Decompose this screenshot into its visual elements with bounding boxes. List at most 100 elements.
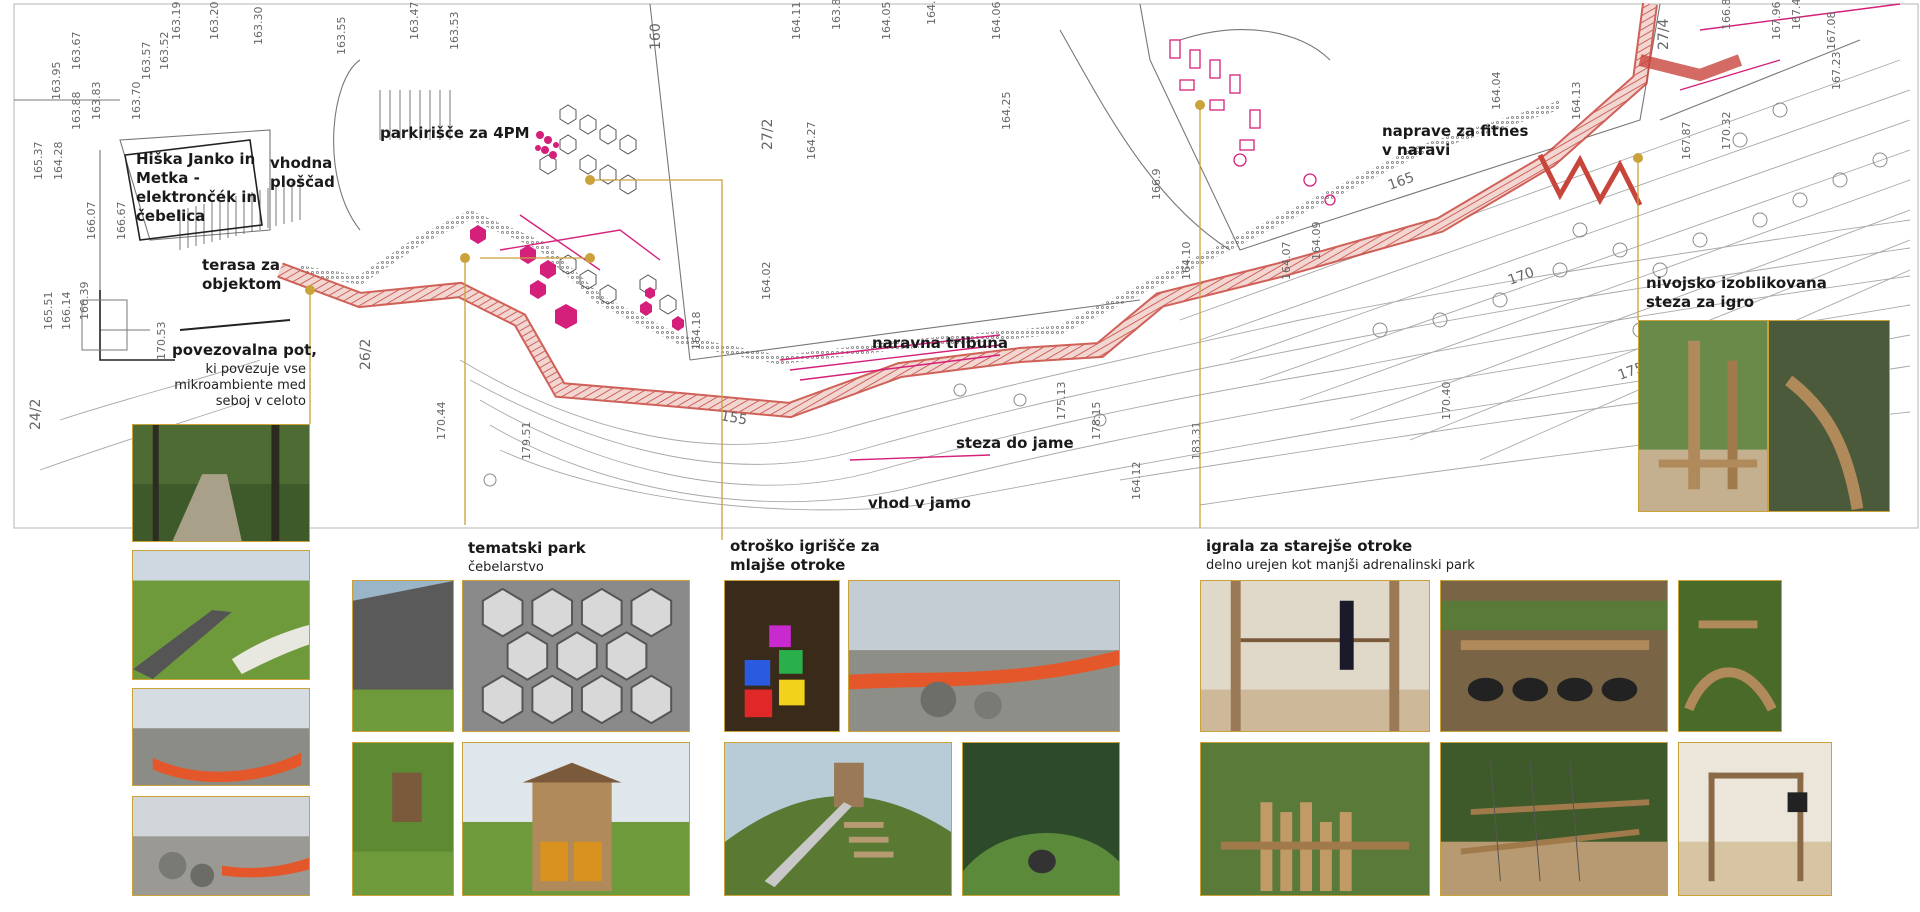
elevation-label: 167.23 (1830, 52, 1843, 91)
marker-dot-icon (1195, 100, 1205, 110)
elevation-label: 165.51 (42, 292, 55, 331)
photo-rope-bridge (1200, 580, 1430, 732)
road-edge (179, 319, 291, 331)
label-hiska: Hiška Janko in Metka - elektrončék in če… (136, 150, 257, 226)
photo-boardwalk-forest (132, 424, 310, 542)
label-nivojsko: nivojsko izoblikovana steza za igro (1646, 274, 1827, 312)
parking-stripes (179, 90, 451, 250)
photo-tire-course (1440, 580, 1668, 732)
plan-text-label: 27/4 (1656, 18, 1672, 50)
photo-park-path (132, 550, 310, 680)
elevation-label: 167.96 (1770, 2, 1783, 41)
elevation-label: 163.52 (158, 32, 171, 71)
leader-lines (309, 105, 1639, 540)
elevation-label: 167.08 (1825, 12, 1838, 51)
povezovalna-desc-line: mikroambiente med (174, 378, 306, 393)
elevation-label: 170.40 (1440, 382, 1453, 421)
povezovalna-desc-line: seboj v celoto (215, 394, 306, 409)
zigzag-path (1537, 153, 1643, 207)
label-terasa-line: objektom (202, 275, 282, 293)
elevation-label: 170.53 (155, 322, 168, 361)
plan-text-label: 27/2 (760, 119, 776, 150)
marker-dot-icon (585, 175, 595, 185)
elevation-label: 164.09 (1310, 222, 1323, 261)
plan-frame (13, 3, 1919, 529)
marker-dot-icon (460, 253, 470, 263)
marker-dots (305, 100, 1643, 295)
section-otrosko-line: mlajše otroke (730, 556, 846, 574)
photo-log-play (1200, 742, 1430, 896)
photo-hopscotch (724, 580, 840, 732)
section-otrosko-title: otroško igrišče za mlajše otroke (730, 537, 880, 575)
elevation-label: 163.70 (130, 82, 143, 121)
label-hiska-line: čebelica (136, 207, 206, 225)
label-hiska-line: Metka - (136, 169, 200, 187)
elevation-label: 163.57 (140, 42, 153, 81)
plan-text-label: 165 (1386, 170, 1417, 194)
elevation-label: 167.87 (1680, 122, 1693, 161)
label-vhodna-line: ploščad (270, 173, 335, 191)
section-otrosko-line: otroško igrišče za (730, 537, 880, 555)
elevation-label: 164.27 (805, 122, 818, 161)
elevation-label: 166.67 (115, 202, 128, 241)
elevation-label: 164.12 (1130, 462, 1143, 501)
elevation-label: 164.05 (880, 2, 893, 41)
elevation-label: 166.83 (1720, 0, 1733, 30)
elevation-label: 165.37 (32, 142, 45, 181)
label-vhodna: vhodna ploščad (270, 154, 335, 192)
label-fitnes-line: v naravi (1382, 141, 1451, 159)
label-tribuna: naravna tribuna (872, 334, 1009, 352)
photo-orange-bench (132, 688, 310, 786)
parcel-lines (14, 3, 1861, 361)
section-tematski-subtitle: čebelarstvo (468, 560, 544, 575)
elevation-label: 164.07 (1280, 242, 1293, 281)
elevation-label: 163.83 (90, 82, 103, 121)
elevation-label: 163.19 (170, 2, 183, 41)
photo-slide-hill (724, 742, 952, 896)
photo-nivojsko-left (1638, 320, 1768, 512)
elevation-label: 164.13 (1570, 82, 1583, 121)
label-fitnes: naprave za fitnes v naravi (1382, 122, 1528, 160)
section-tematski-title: tematski park (468, 539, 586, 557)
photo-tunnel-mound (962, 742, 1120, 896)
photo-climbing-arch (1678, 580, 1782, 732)
elevation-label: 164.10 (1180, 242, 1193, 281)
elevation-label: 170.44 (435, 402, 448, 441)
label-hiska-line: Hiška Janko in (136, 150, 256, 168)
photo-nivojsko-right (1768, 320, 1890, 512)
section-igrala-subtitle: delno urejen kot manjši adrenalinski par… (1206, 558, 1475, 573)
plan-text-label: 24/2 (28, 399, 44, 430)
elevation-label: 163.30 (252, 7, 265, 46)
elevation-label: 164.11 (790, 2, 803, 41)
label-terasa-line: terasa za (202, 256, 280, 274)
photo-beehive-honey (462, 742, 690, 896)
photo-rocks-play (132, 796, 310, 896)
plan-text-label: 170 (1506, 265, 1537, 289)
label-vhod-jamo: vhod v jamo (868, 494, 971, 512)
label-steza-jame: steza do jame (956, 434, 1074, 452)
elevation-label: 170.32 (1720, 112, 1733, 151)
elevation-label: 166.39 (78, 282, 91, 321)
elevation-label: 166.9 (1150, 169, 1163, 201)
elevation-label: 166.14 (60, 292, 73, 331)
elevation-label: 166.07 (85, 202, 98, 241)
elevation-label: 163.53 (448, 12, 461, 51)
photo-hexagon-plaza (462, 580, 690, 732)
elevation-label: 175.13 (1055, 382, 1068, 421)
magenta-lines (499, 3, 1901, 461)
elevation-label: 164.06 (990, 2, 1003, 41)
elevation-label: 179.51 (520, 422, 533, 461)
photo-frame-swing (1678, 742, 1832, 896)
povezovalna-desc: ki povezuje vse mikroambiente med seboj … (174, 362, 306, 410)
plan-text-label: 155 (719, 408, 748, 428)
elevation-label: 164.25 (1000, 92, 1013, 131)
elevation-label: 164.04 (1490, 72, 1503, 111)
fitness-equipment (1169, 39, 1336, 206)
elevation-label: 178.15 (1090, 402, 1103, 441)
upper-link-path (1638, 54, 1743, 82)
hexagon-playground (539, 104, 677, 315)
gravel-path (299, 100, 1562, 365)
elevation-label: 164.01 (925, 0, 938, 25)
label-hiska-line: elektrončék in (136, 188, 258, 206)
